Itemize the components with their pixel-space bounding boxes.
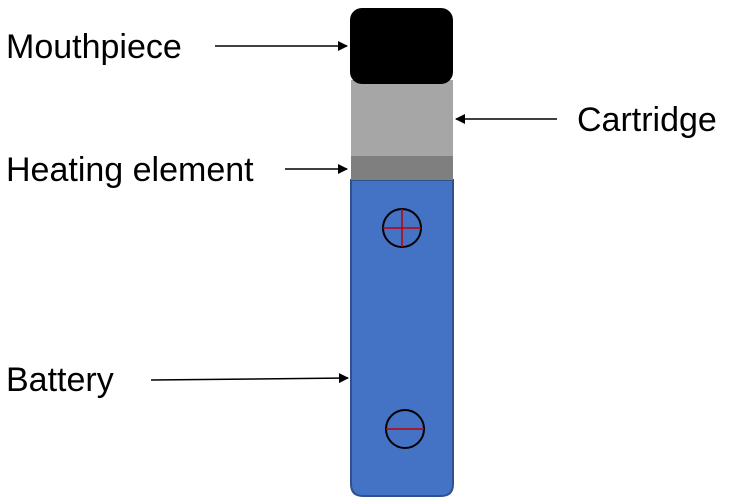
mouthpiece-body [350, 8, 453, 84]
battery-label: Battery [6, 361, 114, 399]
battery-arrow [150, 373, 349, 384]
mouthpiece-label: Mouthpiece [6, 28, 182, 66]
cartridge-body [351, 80, 453, 156]
positive-terminal-icon [382, 208, 422, 248]
heating-element-label: Heating element [6, 151, 254, 189]
battery-body [350, 179, 454, 497]
cartridge-label: Cartridge [577, 101, 717, 139]
heating-element-body [351, 156, 453, 180]
negative-terminal-icon [385, 409, 425, 449]
